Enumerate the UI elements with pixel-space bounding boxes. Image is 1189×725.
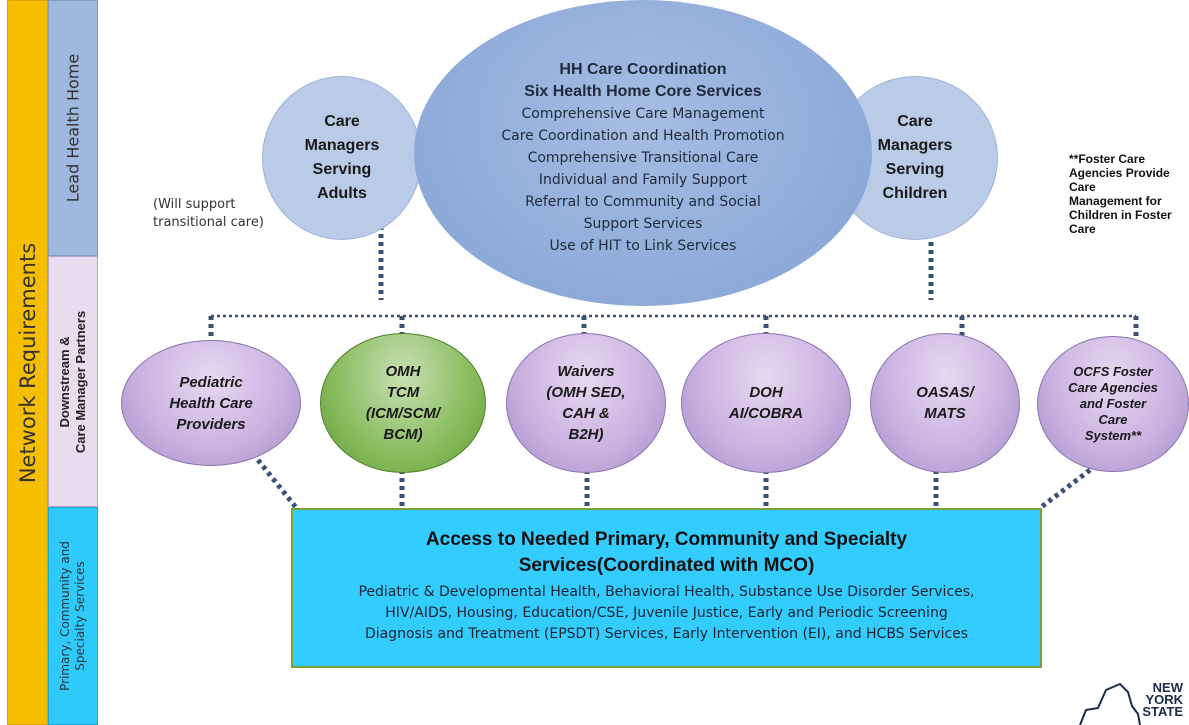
foster-care-note: **Foster Care Agencies Provide Care Mana… [1069,152,1172,236]
partner-line: Care [1098,412,1128,427]
access-title-line: Services(Coordinated with MCO) [518,555,815,576]
partner-line: OMH [385,363,421,380]
children-line: Managers [877,137,953,154]
network-requirements-bar: Network Requirements [7,0,48,725]
hh-core-services-ellipse: HH Care Coordination Six Health Home Cor… [414,0,872,306]
access-body-line: Pediatric & Developmental Health, Behavi… [358,584,975,600]
partner-line: MATS [924,405,966,422]
partner-line: AI/COBRA [728,405,804,422]
foster-note-line: Management for [1069,194,1162,208]
partner-line: B2H) [568,426,604,443]
partner-line: Pediatric [179,373,243,391]
partner-line: Care Agencies [1068,380,1158,395]
foster-note-line: Children in Foster [1069,208,1172,222]
partner-line: OASAS/ [916,384,974,401]
hh-core-service: Comprehensive Transitional Care [527,150,759,166]
hh-core-service: Individual and Family Support [538,172,748,188]
note-line: transitional care) [153,215,264,230]
transitional-care-note: (Will support transitional care) [153,196,264,232]
note-line: (Will support [153,197,236,212]
hh-core-service: Use of HIT to Link Services [549,238,737,254]
foster-note-line: Agencies Provide [1069,166,1170,180]
logo-line: STATE [1142,704,1183,719]
hh-core-subtitle: Six Health Home Core Services [524,83,762,100]
partner-line: Providers [176,415,246,433]
partner-pediatric-providers: Pediatric Health Care Providers [121,340,301,466]
partner-doh-ai-cobra: DOH AI/COBRA [681,333,851,473]
partner-line: and Foster [1079,396,1147,411]
primary-services-bar: Primary, Community and Specialty Service… [48,507,98,725]
ny-state-outline-icon [1079,682,1141,725]
partner-line: Health Care [169,394,253,412]
hh-core-service: Care Coordination and Health Promotion [501,128,785,144]
foster-note-line: **Foster Care [1069,152,1146,166]
partner-line: System** [1084,428,1142,443]
foster-note-line: Care [1069,180,1096,194]
hh-core-service: Support Services [583,216,703,232]
ny-state-logo: NEW YORK STATE [1076,680,1189,725]
lead-health-home-bar: Lead Health Home [48,0,98,256]
partner-oasas-mats: OASAS/ MATS [870,333,1020,473]
downstream-partners-bar: Downstream & Care Manager Partners [48,256,98,507]
adults-line: Managers [304,137,380,154]
adults-line: Serving [312,161,372,178]
access-title-line: Access to Needed Primary, Community and … [425,529,908,550]
hh-core-service: Referral to Community and Social [525,194,761,210]
access-body-line: Diagnosis and Treatment (EPSDT) Services… [364,626,969,642]
access-body-line: HIV/AIDS, Housing, Education/CSE, Juveni… [385,605,948,621]
logo-line: YORK [1145,692,1183,707]
adults-line: Care [324,113,360,130]
partner-line: (ICM/SCM/ [365,405,441,422]
partner-line: OCFS Foster [1073,364,1153,379]
partner-line: (OMH SED, [546,384,626,401]
children-line: Care [897,113,933,130]
partner-line: DOH [749,384,783,401]
partner-line: BCM) [383,426,423,443]
access-services-box: Access to Needed Primary, Community and … [291,508,1042,668]
connector-partner-1-down [256,458,300,512]
partner-line: Waivers [557,363,615,380]
partner-line: TCM [386,384,420,401]
logo-line: NEW [1152,680,1183,695]
partner-omh-tcm: OMH TCM (ICM/SCM/ BCM) [320,333,486,473]
children-line: Serving [885,161,945,178]
connector-partner-6-down [1038,468,1092,510]
adults-line: Adults [317,185,367,202]
hh-core-title: HH Care Coordination [559,61,727,78]
hh-core-service: Comprehensive Care Management [521,106,765,122]
partner-waivers: Waivers (OMH SED, CAH & B2H) [506,333,666,473]
partner-line: CAH & [562,405,610,422]
partner-ocfs-foster-care: OCFS Foster Care Agencies and Foster Car… [1037,336,1189,472]
care-managers-adults: Care Managers Serving Adults [262,76,422,240]
foster-note-line: Care [1069,222,1096,236]
children-line: Children [882,185,948,202]
